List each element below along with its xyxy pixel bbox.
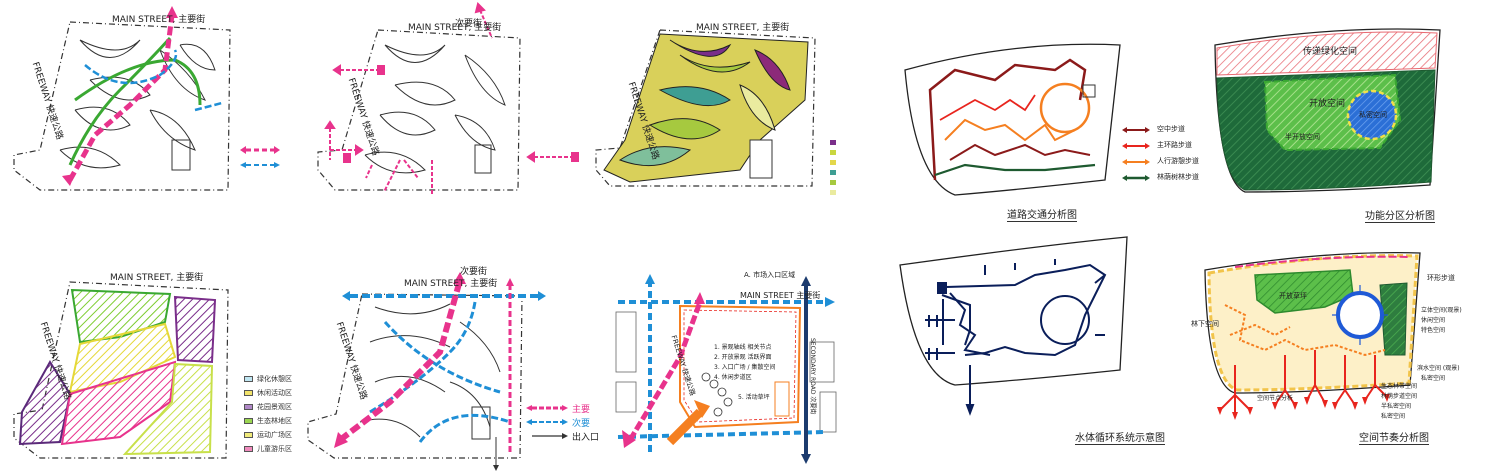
legend-item: 休闲活动区 [244,388,292,398]
label-right-2: 休闲空间 [1421,317,1446,324]
legend-item: 绿化休憩区 [244,374,292,384]
legend-label: 绿化休憩区 [257,375,292,383]
legend-label-tree-path: 林荫树林步道 [1157,173,1199,181]
label-bottom-2: 林荫步道空间 [1381,393,1418,400]
secondary-street-note: 次要街 [460,267,488,277]
legend-label: 花园景观区 [257,403,292,411]
legend-label-entrance: 出入口 [572,433,600,443]
diagram-water-circulation: 水体循环系统示意图 [895,235,1195,455]
legend-label-skywalk: 空中步道 [1157,125,1185,133]
caption-water: 水体循环系统示意图 [1075,429,1165,445]
label-open-space: 开放空间 [1309,99,1346,109]
label-bottom-5: 空间节点分析 [1257,395,1294,402]
caption-function: 功能分区分析图 [1365,207,1435,223]
legend-swatch [244,446,253,452]
main-street-label: MAIN STREET, 主要街 [696,23,790,33]
label-bottom-4: 私密空间 [1381,413,1406,420]
label-bottom-1: 生态林带空间 [1381,383,1418,390]
label-right-1: 立体空间(观景) [1421,307,1462,314]
diagram-paths-drawing [307,272,568,471]
label-buffer-green: 传递绿化空间 [1303,47,1358,57]
main-street-label: MAIN STREET, 主要街 [110,273,204,283]
diagram-paths-legend [526,405,568,439]
legend-swatch [244,432,253,438]
main-street-label: MAIN STREET, 主要街 [408,23,502,33]
label-loop-path: 环形步道 [1427,274,1455,282]
label-right-3: 特色空间 [1421,327,1446,334]
diagram-site-context-drawing [615,274,837,464]
diagram-circulation-legend [240,146,280,168]
diagram-entrances: MAIN STREET, 主要街 次要街 FREEWAY 快速公路 [300,0,590,200]
site-note-2: 2. 开放景观 活跃界面 [714,354,772,361]
diagram-function-zoning-drawing [1214,28,1441,193]
diagram-hatched-zones-drawing [13,281,229,459]
legend-item: 运动广场区 [244,430,292,440]
label-under-tree: 林下空间 [1191,320,1219,328]
market-entrance-note: A. 市场入口区域 [744,271,796,279]
main-street-label: MAIN STREET, 主要街 [404,279,498,289]
label-private-space: 私密空间 [1359,111,1387,119]
legend-swatch [244,404,253,410]
diagram-entrances-drawing [317,2,579,194]
diagram-zones: MAIN STREET, 主要街 FREEWAY 快速公路 [590,0,860,200]
diagram-traffic-analysis-drawing [904,43,1150,196]
site-note-5: 5. 活动草坪 [738,394,770,401]
diagram-circulation-drawing [13,6,280,191]
diagram-space-rhythm-drawing [1204,251,1421,420]
diagram-circulation: MAIN STREET, 主要街 FREEWAY 快速公路 [0,0,290,200]
caption-space-rhythm: 空间节奏分析图 [1359,429,1429,445]
site-note-1: 1. 景观轴线 相关节点 [714,344,772,351]
legend-item: 儿童游乐区 [244,444,292,454]
legend-label-pedestrian: 人行游憩步道 [1157,157,1199,165]
legend-swatch [244,390,253,396]
diagram-hatched-zones: MAIN STREET, 主要街 FREEWAY 快速公路 绿化休憩区 休闲活动… [0,262,300,472]
legend-label-primary: 主要 [572,405,591,415]
diagram-zones-drawing [595,29,836,195]
label-semi-open: 半开放空间 [1285,133,1320,141]
diagram-site-context: MAIN STREET 主要街 A. 市场入口区域 FREEWAY 快速公路 S… [610,262,840,472]
label-right-5: 私密空间 [1421,375,1446,382]
site-note-3: 3. 入口广场 / 集散空间 [714,364,776,371]
legend-label-secondary: 次要 [572,419,591,429]
label-open-lawn: 开放草坪 [1279,292,1307,300]
label-bottom-3: 半私密空间 [1381,403,1412,410]
diagram-traffic-legend [1122,127,1150,181]
label-right-4: 滨水空间 (观景) [1417,365,1460,372]
diagram-water-circulation-drawing [899,236,1128,416]
legend-label-main-loop: 主环路步道 [1157,141,1192,149]
diagram-function-zoning: 传递绿化空间 开放空间 私密空间 半开放空间 功能分区分析图 [1205,20,1470,230]
legend-label: 儿童游乐区 [257,445,292,453]
legend-label: 运动广场区 [257,431,292,439]
caption-traffic: 道路交通分析图 [1007,206,1077,222]
diagram-space-rhythm: 环形步道 林下空间 开放草坪 立体空间(观景) 休闲空间 特色空间 滨水空间 (… [1191,245,1495,455]
legend-swatch [244,418,253,424]
legend-label: 休闲活动区 [257,389,292,397]
main-street-label: MAIN STREET 主要街 [740,291,821,300]
main-street-label: MAIN STREET, 主要街 [112,15,206,25]
diagram-paths: MAIN STREET, 主要街 次要街 FREEWAY 快速公路 主要 次要 … [300,262,600,472]
legend-label: 生态林地区 [257,417,292,425]
legend-item: 花园景观区 [244,402,292,412]
legend-swatch [244,376,253,382]
secondary-road-label: SECONDARY ROAD 次要街 [809,338,816,415]
diagram-zones-legend [830,140,836,195]
secondary-street-note: 次要街 [455,19,483,29]
legend-item: 生态林地区 [244,416,292,426]
site-note-4: 4. 休闲步道区 [714,374,752,381]
diagram-traffic-analysis: 空中步道 主环路步道 人行游憩步道 林荫树林步道 道路交通分析图 [895,30,1199,230]
